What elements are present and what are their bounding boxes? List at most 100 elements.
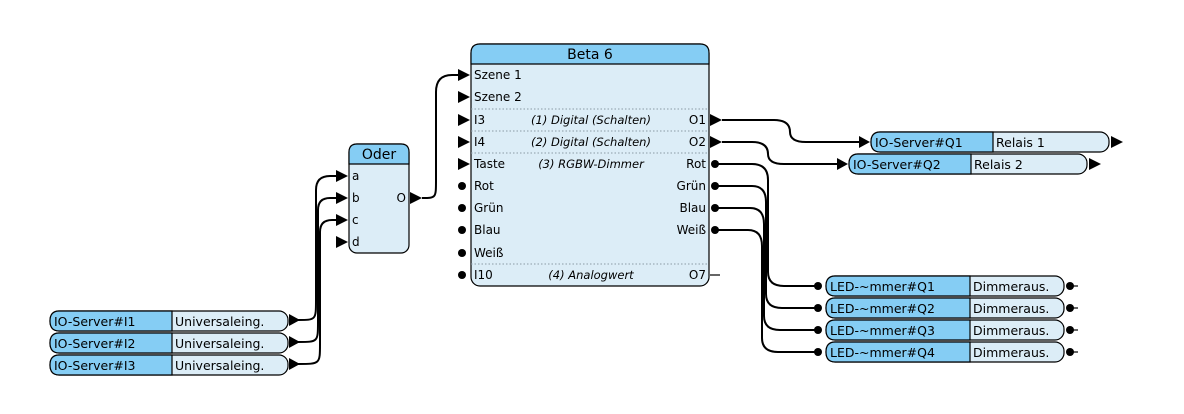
dimmer-name: LED-~mmer#Q1 bbox=[830, 279, 935, 294]
beta-input-label: Szene 2 bbox=[474, 90, 522, 104]
beta-output-dot[interactable] bbox=[711, 160, 719, 168]
relay-type: Relais 2 bbox=[974, 157, 1023, 172]
wire-gruen-to-dimmer-q2 bbox=[716, 185, 818, 309]
wire-o1-to-relay-q1 bbox=[722, 119, 860, 143]
beta-section-label: (4) Analogwert bbox=[548, 268, 634, 282]
beta-section-label: (2) Digital (Schalten) bbox=[531, 135, 651, 149]
oder-input-arrow[interactable] bbox=[336, 214, 348, 226]
oder-block[interactable]: Oder a b c d O bbox=[336, 143, 422, 254]
relay-output-arrow[interactable] bbox=[1089, 158, 1101, 170]
input-server-type: Universaleing. bbox=[175, 358, 264, 373]
oder-output-label: O bbox=[397, 191, 406, 205]
wire-i2-to-oder bbox=[297, 197, 336, 343]
beta-input-label: Rot bbox=[474, 179, 494, 193]
input-server-type: Universaleing. bbox=[175, 336, 264, 351]
beta-input-arrow[interactable] bbox=[458, 136, 470, 148]
dimmer-name: LED-~mmer#Q2 bbox=[830, 301, 935, 316]
pill-name-area bbox=[49, 332, 173, 354]
beta-input-label: I3 bbox=[474, 113, 485, 127]
dimmer-q4[interactable]: LED-~mmer#Q4 Dimmeraus. bbox=[814, 341, 1078, 363]
beta-output-dot[interactable] bbox=[711, 226, 719, 234]
relay-name: IO-Server#Q2 bbox=[853, 157, 941, 172]
oder-block-title: Oder bbox=[362, 147, 397, 163]
beta-section-label: (3) RGBW-Dimmer bbox=[538, 157, 645, 171]
beta-input-label: Taste bbox=[473, 157, 505, 171]
dimmer-input-dot[interactable] bbox=[814, 304, 822, 312]
input-server-output-arrow[interactable] bbox=[289, 336, 300, 348]
beta-input-dot[interactable] bbox=[458, 271, 466, 279]
wire-i3-to-oder bbox=[297, 219, 336, 365]
beta-input-arrow[interactable] bbox=[458, 69, 470, 81]
dimmer-input-dot[interactable] bbox=[814, 326, 822, 334]
beta-output-label: Grün bbox=[677, 179, 706, 193]
beta-output-label: O7 bbox=[689, 268, 706, 282]
input-server-output-arrow[interactable] bbox=[289, 314, 300, 326]
beta-input-label: Szene 1 bbox=[474, 68, 522, 82]
pill-name-area bbox=[825, 319, 971, 341]
beta-section-label: (1) Digital (Schalten) bbox=[531, 113, 651, 127]
wire-o2-to-relay-q2 bbox=[722, 141, 838, 165]
relay-name: IO-Server#Q1 bbox=[875, 135, 963, 150]
oder-input-label: a bbox=[352, 169, 359, 183]
beta-output-label: O2 bbox=[689, 135, 706, 149]
dimmer-input-dot[interactable] bbox=[814, 348, 822, 356]
dimmer-q3[interactable]: LED-~mmer#Q3 Dimmeraus. bbox=[814, 319, 1078, 341]
pill-name-area bbox=[848, 153, 972, 175]
wire-i1-to-oder bbox=[297, 175, 336, 321]
beta-input-label: Blau bbox=[474, 223, 501, 237]
beta-block-title: Beta 6 bbox=[567, 47, 613, 63]
oder-input-arrow[interactable] bbox=[336, 236, 348, 248]
relay-type: Relais 1 bbox=[996, 135, 1045, 150]
oder-block-header bbox=[348, 143, 410, 165]
wire-oder-to-beta bbox=[421, 74, 458, 199]
oder-input-label: c bbox=[352, 213, 359, 227]
input-server-i2[interactable]: IO-Server#I2 Universaleing. bbox=[49, 332, 300, 354]
oder-input-label: b bbox=[352, 191, 360, 205]
beta-input-arrow[interactable] bbox=[458, 158, 470, 170]
relay-q2[interactable]: IO-Server#Q2 Relais 2 bbox=[837, 153, 1101, 175]
oder-output-arrow[interactable] bbox=[410, 192, 422, 204]
beta-input-arrow[interactable] bbox=[458, 91, 470, 103]
beta-input-dot[interactable] bbox=[458, 226, 466, 234]
dimmer-q1[interactable]: LED-~mmer#Q1 Dimmeraus. bbox=[814, 275, 1078, 297]
dimmer-type: Dimmeraus. bbox=[973, 301, 1049, 316]
beta-input-dot[interactable] bbox=[458, 182, 466, 190]
dimmer-input-dot[interactable] bbox=[814, 282, 822, 290]
pill-name-area bbox=[49, 310, 173, 332]
beta-output-arrow[interactable] bbox=[710, 114, 722, 126]
wire-rot-to-dimmer-q1 bbox=[716, 163, 818, 287]
beta-input-label: I4 bbox=[474, 135, 485, 149]
input-server-i1[interactable]: IO-Server#I1 Universaleing. bbox=[49, 310, 300, 332]
input-server-name: IO-Server#I1 bbox=[54, 314, 136, 329]
input-server-i3[interactable]: IO-Server#I3 Universaleing. bbox=[49, 354, 300, 376]
input-server-type: Universaleing. bbox=[175, 314, 264, 329]
dimmer-type: Dimmeraus. bbox=[973, 279, 1049, 294]
relay-input-arrow[interactable] bbox=[837, 158, 848, 170]
beta-output-arrow[interactable] bbox=[710, 136, 722, 148]
beta-output-label: O1 bbox=[689, 113, 706, 127]
relay-q1[interactable]: IO-Server#Q1 Relais 1 bbox=[859, 131, 1123, 153]
beta-input-dot[interactable] bbox=[458, 249, 466, 257]
relay-output-arrow[interactable] bbox=[1111, 136, 1123, 148]
beta-block-header bbox=[470, 43, 710, 65]
dimmer-name: LED-~mmer#Q4 bbox=[830, 345, 935, 360]
beta-block[interactable]: Beta 6 Szene 1 Szene 2 I3 I4 Taste Rot G… bbox=[458, 43, 722, 287]
beta-output-label: Rot bbox=[686, 157, 706, 171]
pill-name-area bbox=[825, 275, 971, 297]
beta-input-label: Grün bbox=[474, 201, 503, 215]
input-server-output-arrow[interactable] bbox=[289, 358, 300, 370]
beta-input-dot[interactable] bbox=[458, 204, 466, 212]
beta-output-label: Blau bbox=[679, 201, 706, 215]
wires bbox=[297, 74, 860, 365]
pill-name-area bbox=[49, 354, 173, 376]
beta-output-dot[interactable] bbox=[711, 204, 719, 212]
pill-name-area bbox=[825, 297, 971, 319]
dimmer-q2[interactable]: LED-~mmer#Q2 Dimmeraus. bbox=[814, 297, 1078, 319]
oder-input-arrow[interactable] bbox=[336, 192, 348, 204]
relay-input-arrow[interactable] bbox=[859, 136, 870, 148]
oder-input-arrow[interactable] bbox=[336, 170, 348, 182]
beta-output-label: Weiß bbox=[677, 223, 707, 237]
beta-input-arrow[interactable] bbox=[458, 114, 470, 126]
beta-output-dot[interactable] bbox=[711, 182, 719, 190]
